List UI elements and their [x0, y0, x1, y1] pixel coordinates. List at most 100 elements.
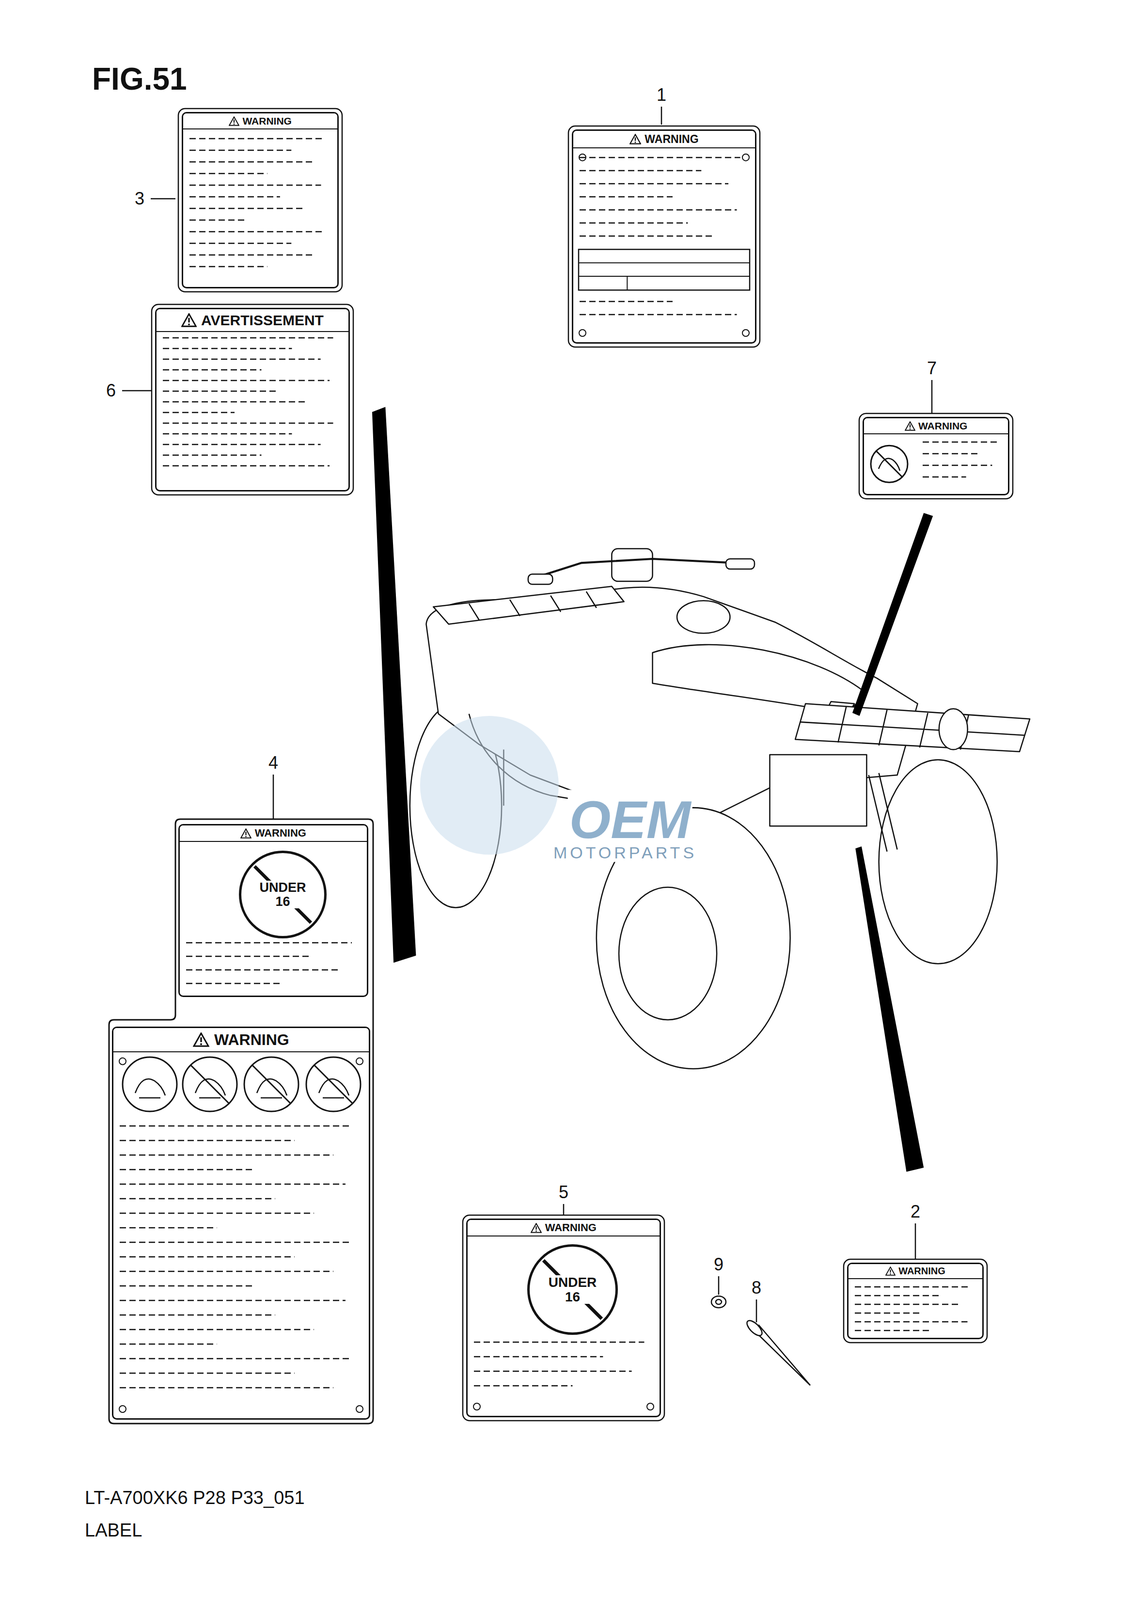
grip	[528, 574, 553, 585]
warning-icon	[530, 1222, 542, 1233]
warning-triangle	[885, 1266, 896, 1275]
warning-dot	[200, 1042, 203, 1045]
slash-line	[254, 865, 311, 923]
print-line	[119, 1343, 217, 1345]
washer-hole	[715, 1299, 722, 1305]
print-line	[189, 184, 322, 187]
decal-title: WARNING	[113, 1027, 369, 1053]
warning-decal: WARNING	[181, 111, 339, 289]
decal-heading: WARNING	[898, 1265, 946, 1277]
warning-mark	[909, 424, 911, 428]
warning-dot	[245, 835, 247, 837]
mounting-hole	[579, 329, 586, 337]
slash-line	[190, 1064, 230, 1104]
warning-triangle	[182, 314, 197, 327]
warning-triangle	[531, 1223, 542, 1232]
print-line	[119, 1372, 295, 1374]
warning-decal: AVERTISSEMENT	[155, 307, 350, 492]
warning-mark	[890, 1269, 892, 1273]
warning-triangle	[229, 116, 239, 126]
print-line	[854, 1312, 922, 1314]
fuel-tank	[676, 600, 730, 633]
print-line	[119, 1256, 295, 1258]
shock	[868, 772, 898, 852]
pointer-wedge	[372, 406, 416, 963]
print-line	[579, 170, 702, 172]
pictogram	[122, 1056, 177, 1112]
warning-icon	[228, 116, 240, 126]
print-line	[186, 969, 340, 971]
leader-line	[755, 1299, 758, 1322]
print-line	[162, 465, 330, 467]
print-line	[162, 379, 330, 382]
print-line	[922, 441, 998, 443]
warning-decal: WARNING	[847, 1262, 984, 1339]
decal-title: WARNING	[848, 1263, 983, 1279]
callout-number: 6	[104, 380, 118, 401]
pointer-wedge	[855, 846, 924, 1172]
print-line	[579, 222, 688, 224]
warning-triangle	[905, 421, 915, 431]
print-line	[162, 347, 292, 350]
print-line	[473, 1341, 645, 1343]
decal-title: WARNING	[179, 825, 367, 842]
warning-dot	[909, 427, 911, 430]
print-line	[854, 1329, 933, 1332]
leader-line	[272, 774, 275, 819]
print-line	[579, 209, 738, 211]
age-warning-circle: UNDER 16	[527, 1243, 618, 1335]
slash-line	[314, 1064, 353, 1104]
rear-box	[770, 754, 867, 826]
handlebar	[530, 558, 755, 580]
decal-heading: WARNING	[214, 1030, 290, 1049]
print-line	[119, 1285, 254, 1287]
warning-icon	[629, 133, 642, 145]
exhaust	[939, 708, 968, 750]
print-line	[119, 1314, 276, 1316]
watermark: MOTORPARTS	[551, 843, 699, 862]
print-line	[119, 1328, 315, 1331]
print-line	[119, 1154, 334, 1156]
leaders	[122, 106, 932, 1322]
prohibition-icon	[870, 445, 908, 483]
mounting-hole	[473, 1402, 481, 1410]
pictogram	[244, 1056, 299, 1112]
grip	[725, 558, 755, 569]
warning-mark	[200, 1037, 203, 1042]
print-line	[119, 1125, 351, 1127]
table-rule	[578, 262, 750, 264]
figure-code: LT-A700XK6 P28 P33_051	[84, 1487, 305, 1509]
print-line	[189, 172, 268, 175]
print-line	[119, 1386, 334, 1389]
print-line	[854, 1294, 943, 1297]
warning-dot	[188, 323, 190, 326]
warning-triangle	[630, 134, 642, 144]
print-line	[189, 231, 324, 233]
atv-drawing	[409, 548, 1030, 1069]
print-line	[162, 411, 235, 414]
mounting-hole	[356, 1405, 363, 1413]
warning-mark	[233, 119, 235, 123]
print-line	[579, 235, 715, 237]
callout-number: 2	[909, 1201, 922, 1222]
print-line	[854, 1286, 971, 1288]
print-line	[119, 1226, 217, 1229]
decal-title: WARNING	[864, 418, 1008, 435]
pointer-wedge	[852, 512, 933, 716]
warning-dot	[233, 123, 236, 125]
rear-wheel	[879, 759, 998, 964]
table-rule	[578, 275, 750, 277]
warning-decal: WARNINGUNDER 16	[466, 1218, 661, 1417]
warning-triangle	[193, 1033, 209, 1047]
print-line	[119, 1241, 351, 1243]
warning-dot	[634, 141, 637, 143]
print-line	[186, 955, 312, 958]
leader-line	[718, 1275, 720, 1295]
table-rule	[626, 276, 628, 291]
front-rack	[433, 586, 624, 625]
print-line	[189, 161, 315, 163]
print-line	[189, 242, 292, 245]
print-line	[854, 1303, 962, 1305]
figure-title: FIG.51	[92, 62, 188, 96]
print-line	[189, 254, 315, 256]
